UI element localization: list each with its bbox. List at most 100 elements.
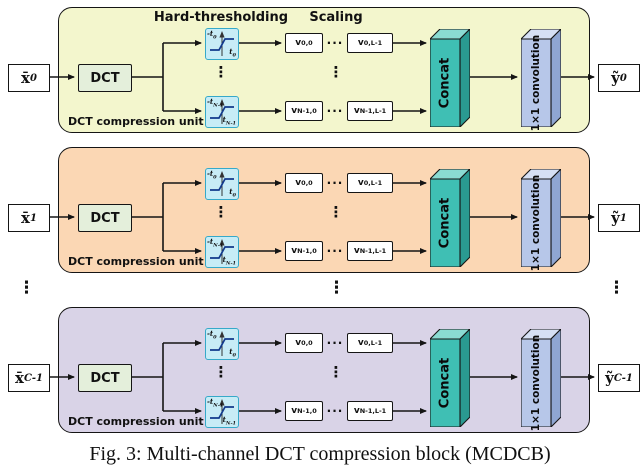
threshold-graph-icon xyxy=(210,399,234,424)
concat-label: Concat xyxy=(437,197,453,249)
output-symbol: ỹ xyxy=(605,369,614,387)
pos-threshold-label: tN-1 xyxy=(222,414,236,426)
unit-caption-label: DCT compression unit xyxy=(68,255,204,268)
hard-threshold-top-box: -t0 t0 xyxy=(205,328,239,360)
hard-threshold-bottom-box: -tN-1 tN-1 xyxy=(205,96,239,128)
pos-threshold-label: tN-1 xyxy=(222,114,236,126)
neg-threshold-label: -t0 xyxy=(207,29,217,41)
pos-threshold-label: t0 xyxy=(229,46,236,58)
dct-box: DCT xyxy=(78,64,132,92)
concat-box: Concat xyxy=(430,329,470,427)
vector-rows-ellipsis: ⋮ xyxy=(328,63,344,81)
conv-label: 1×1 convolution xyxy=(530,334,542,432)
concat-3d-shape xyxy=(430,169,470,267)
vector-rows-ellipsis: ⋮ xyxy=(328,363,344,381)
scaling-label: Scaling xyxy=(309,10,363,25)
unit-caption-label: DCT compression unit xyxy=(68,415,204,428)
pos-threshold-label: t0 xyxy=(229,346,236,358)
unit-frame xyxy=(58,7,590,133)
output-symbol: ỹ xyxy=(611,69,620,87)
unit-frame xyxy=(58,147,590,273)
hard-threshold-top-box: -t0 t0 xyxy=(205,168,239,200)
conv-label: 1×1 convolution xyxy=(530,174,542,272)
hard-threshold-top-box: -t0 t0 xyxy=(205,28,239,60)
conv-3d-shape xyxy=(521,29,561,127)
threshold-graph-icon xyxy=(210,331,234,356)
input-signal-box: x̄C-1 xyxy=(8,364,50,392)
dct-box: DCT xyxy=(78,204,132,232)
output-subscript: C-1 xyxy=(613,372,633,384)
flow-arrows xyxy=(48,340,595,414)
neg-threshold-label: -t0 xyxy=(207,169,217,181)
unit-slot-0: Hard-thresholding Scaling x̄0 DCT -t0 t0… xyxy=(0,5,640,137)
unit-caption-label: DCT compression unit xyxy=(68,115,204,128)
concat-3d-shape xyxy=(430,329,470,427)
concat-front-face: Concat xyxy=(430,179,460,267)
threshold-ellipsis: ⋮ xyxy=(213,203,229,221)
input-symbol: x̄ xyxy=(21,69,30,87)
flow-arrows xyxy=(48,180,595,254)
conv-3d-shape xyxy=(521,329,561,427)
row-ellipsis: ··· xyxy=(326,176,344,190)
flow-arrows xyxy=(48,40,595,114)
input-signal-box: x̄0 xyxy=(8,64,50,92)
dct-box: DCT xyxy=(78,364,132,392)
conv-label: 1×1 convolution xyxy=(530,34,542,132)
neg-threshold-label: -tN-1 xyxy=(207,397,224,409)
threshold-ellipsis: ⋮ xyxy=(213,63,229,81)
channel-ellipsis-row: ⋮ ⋮ ⋮ xyxy=(0,278,640,304)
concat-front-face: Concat xyxy=(430,39,460,127)
channel-ellipsis-middle: ⋮ xyxy=(328,278,345,298)
conv-front-face: 1×1 convolution xyxy=(521,335,551,431)
unit-frame xyxy=(58,307,590,433)
pos-threshold-label: tN-1 xyxy=(222,254,236,266)
threshold-graph-icon xyxy=(210,99,234,124)
concat-front-face: Concat xyxy=(430,339,460,427)
input-subscript: 0 xyxy=(29,72,37,84)
threshold-graph-icon xyxy=(210,31,234,56)
neg-threshold-label: -t0 xyxy=(207,329,217,341)
input-symbol: x̄ xyxy=(21,209,30,227)
neg-threshold-label: -tN-1 xyxy=(207,97,224,109)
output-symbol: ỹ xyxy=(611,209,620,227)
concat-label: Concat xyxy=(437,57,453,109)
concat-3d-shape xyxy=(430,29,470,127)
channel-ellipsis-left: ⋮ xyxy=(18,278,35,298)
row-ellipsis: ··· xyxy=(326,404,344,418)
conv-3d-shape xyxy=(521,169,561,267)
dct-compression-unit: Hard-thresholding Scaling x̄0 DCT -t0 t0… xyxy=(0,5,640,137)
row-ellipsis: ··· xyxy=(326,336,344,350)
channel-ellipsis-right: ⋮ xyxy=(608,278,625,298)
hard-threshold-bottom-box: -tN-1 tN-1 xyxy=(205,236,239,268)
threshold-graph-icon xyxy=(210,171,234,196)
output-subscript: 1 xyxy=(619,212,627,224)
row-ellipsis: ··· xyxy=(326,244,344,258)
conv-box: 1×1 convolution xyxy=(521,169,561,271)
concat-box: Concat xyxy=(430,29,470,127)
threshold-graph-icon xyxy=(210,239,234,264)
conv-box: 1×1 convolution xyxy=(521,29,561,131)
conv-front-face: 1×1 convolution xyxy=(521,35,551,131)
neg-threshold-label: -tN-1 xyxy=(207,237,224,249)
concat-box: Concat xyxy=(430,169,470,267)
conv-front-face: 1×1 convolution xyxy=(521,175,551,271)
